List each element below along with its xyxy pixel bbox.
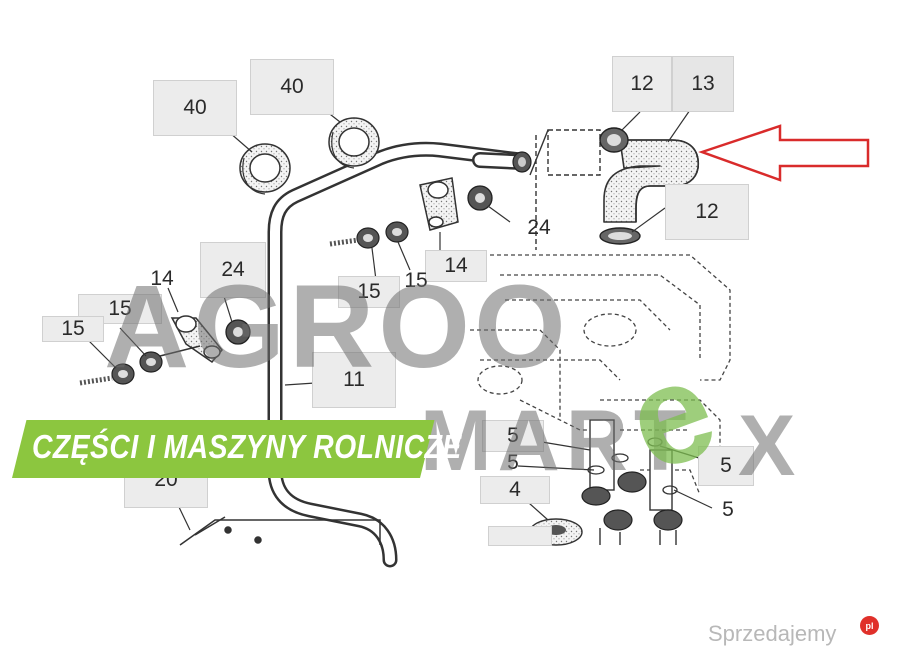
site-credit-badge: pl: [860, 616, 879, 635]
hose-11: [267, 141, 528, 568]
leader-lines: [87, 99, 713, 531]
callout-40-right: 40: [250, 59, 334, 115]
part-40-bushing-right: [328, 117, 380, 169]
tagline-text: CZĘŚCI I MASZYNY ROLNICZE: [32, 428, 462, 465]
callout-11: 11: [312, 352, 396, 408]
watermark-sub: MART: [420, 393, 693, 489]
callout-4: 4: [480, 476, 550, 504]
site-credit[interactable]: Sprzedajemy: [708, 621, 837, 646]
callout-24-lower: 24: [200, 242, 266, 298]
part-12-clamp-bottom: [599, 227, 641, 245]
fitting-upper: [512, 151, 532, 173]
callout-15-upper-b: 15: [404, 269, 428, 292]
part-13-hose-elbow: [603, 139, 699, 223]
watermark-brand: AGROO: [104, 268, 570, 386]
part-15-washers-upper: [329, 221, 409, 249]
callout-14-upper: 14: [425, 250, 487, 282]
part-24-grommet-lower: [225, 319, 251, 345]
callout-12-top: 12: [612, 56, 672, 112]
part-15-washers-lower: [79, 345, 201, 386]
callout-5-d: 5: [722, 498, 734, 521]
watermark-brand-o: O: [474, 261, 570, 393]
callout-15-upper-a: 15: [338, 276, 400, 308]
callout-12-bottom: 12: [665, 184, 749, 240]
part-5-fittings: [581, 419, 683, 545]
pipe-bracket-outline: [529, 129, 601, 250]
part-20-cover: [179, 516, 381, 546]
part-14-clip-upper: [419, 177, 459, 231]
callout-5-c: 5: [698, 446, 754, 486]
callout-5-a: 5: [482, 420, 544, 452]
part-14-clip-lower: [170, 315, 223, 364]
watermark-x: X: [738, 398, 796, 494]
callout-blank: [488, 526, 552, 546]
part-24-grommet-upper: [467, 185, 493, 211]
callout-40-left: 40: [153, 80, 237, 136]
callout-15-lower-b: 15: [42, 316, 104, 342]
callout-13: 13: [672, 56, 734, 112]
callout-24-upper: 24: [527, 216, 551, 239]
callout-14-lower: 14: [150, 267, 174, 290]
part-40-bushing-left: [239, 143, 291, 195]
part-12-clamp-top: [599, 127, 629, 153]
callout-5-b: 5: [507, 451, 519, 474]
watermark-brand-text: AGRO: [104, 261, 474, 393]
